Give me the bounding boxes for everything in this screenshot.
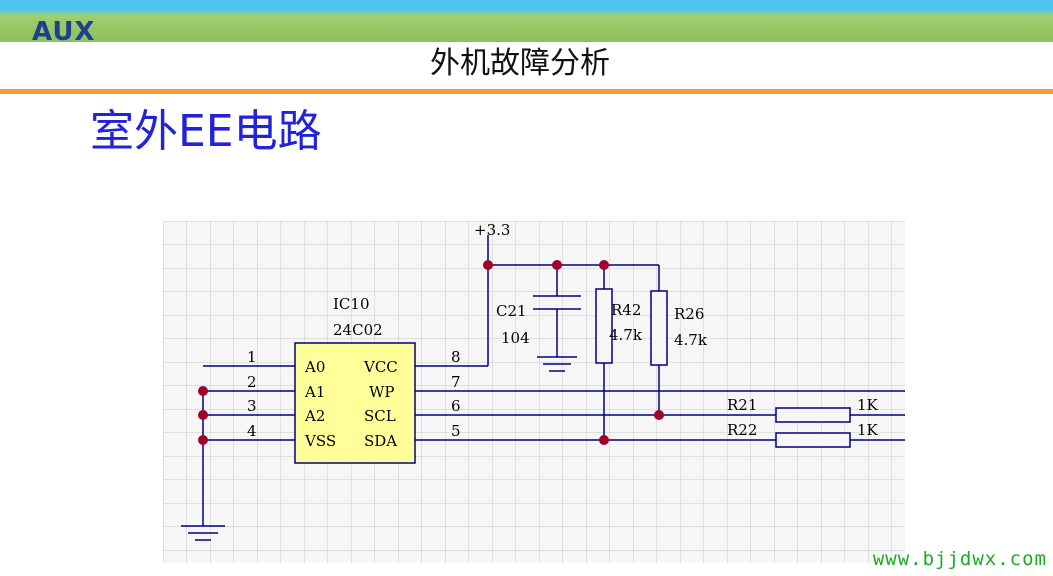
junction-dots [198,260,664,445]
resistor-r21 [775,407,851,423]
pin-name-scl: SCL [364,407,396,425]
pin-number-8: 8 [451,348,461,366]
slide-title: 室外EE电路 [90,106,322,157]
pin-number-4: 4 [247,422,257,440]
r21-value: 1K [857,396,879,414]
pin-name-vcc: VCC [363,358,398,376]
r22-value: 1K [857,421,879,439]
ic-body [294,342,416,464]
resistor-r42 [595,288,613,440]
header-divider [0,89,1053,94]
r42-ref: R42 [611,301,641,319]
pin-number-1: 1 [247,348,257,366]
pin-name-a1: A1 [304,383,325,401]
r26-ref: R26 [674,305,704,323]
r42-value: 4.7k [609,326,643,344]
resistor-r22 [775,432,851,448]
r21-ref: R21 [727,396,757,414]
capacitor-c21 [533,295,581,372]
header-title: 外机故障分析 [430,46,610,81]
pin-number-7: 7 [451,373,461,391]
left-pin-wires [203,365,295,441]
pin-number-3: 3 [247,397,257,415]
pin-number-2: 2 [247,373,257,391]
supply-label: +3.3 [474,221,510,239]
eeprom-schematic: +3.3 IC10 24C02 1 2 3 4 A0 A1 A2 VSS VCC… [163,221,905,563]
ic-ref-label: IC10 [333,295,370,313]
pin-name-wp: WP [369,383,395,401]
aux-logo: AUX [32,17,96,47]
capacitor-ref: C21 [496,302,527,320]
resistor-r26 [650,290,668,415]
pin-name-a2: A2 [304,407,325,425]
r22-ref: R22 [727,421,757,439]
r26-value: 4.7k [674,331,708,349]
website-watermark: www.bjjdwx.com [872,548,1047,570]
header-band [0,0,1053,42]
pin-number-5: 5 [451,422,461,440]
supply-rail [487,235,660,296]
pin-name-a0: A0 [304,358,325,376]
pin-number-6: 6 [451,397,461,415]
capacitor-value: 104 [501,329,530,347]
ic-part-label: 24C02 [333,321,383,339]
pin-name-sda: SDA [364,432,397,450]
pin-name-vss: VSS [304,432,336,450]
